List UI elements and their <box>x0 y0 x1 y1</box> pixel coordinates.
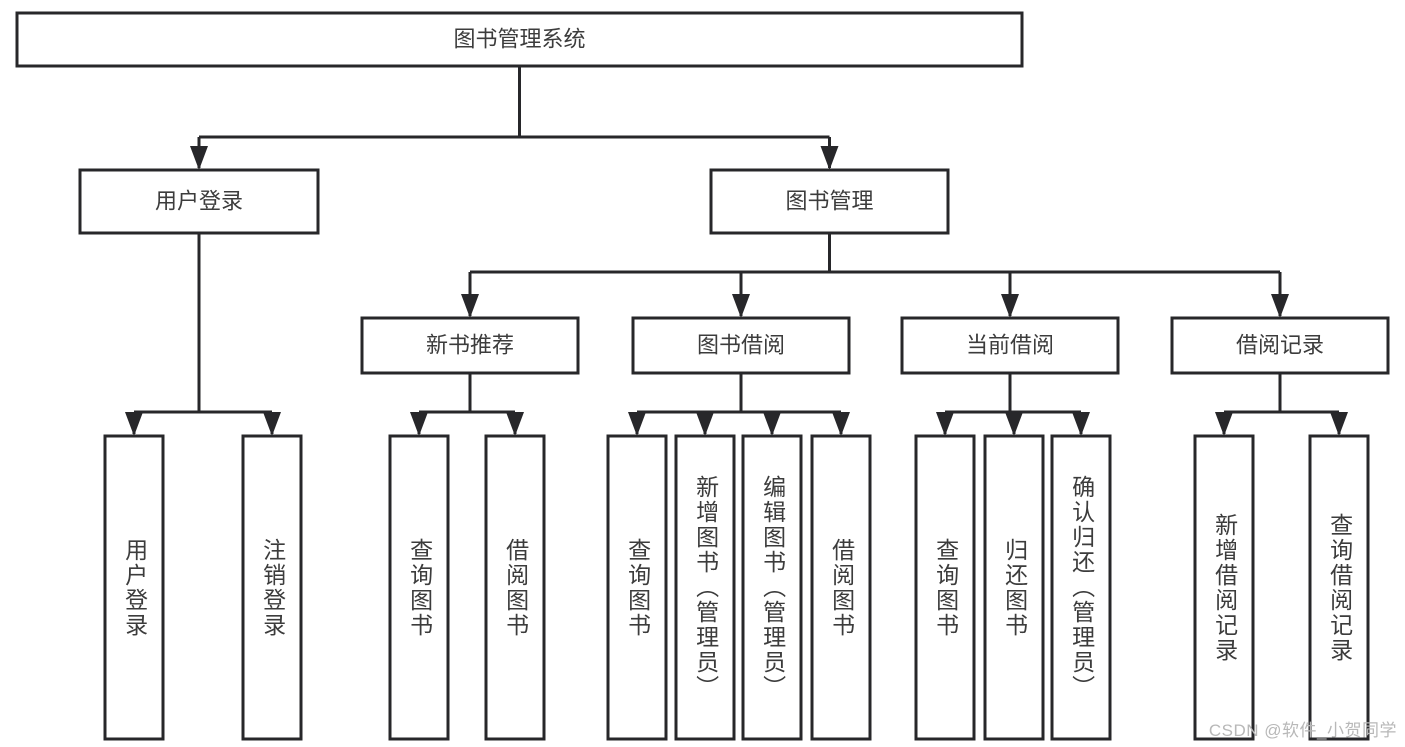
leaf-borrow-book-1-box[interactable] <box>484 434 546 741</box>
leaf-user-login-do-box[interactable] <box>103 434 165 741</box>
book-manage-arrow-0 <box>461 294 479 318</box>
root-arrow-1 <box>820 146 839 170</box>
book-borrow-arrow-0 <box>628 412 646 436</box>
leaf-return-book-box[interactable] <box>983 434 1045 741</box>
node-book-borrow-label: 图书借阅 <box>697 332 785 357</box>
node-user-login-box[interactable] <box>78 168 320 235</box>
borrow-record-arrow-0 <box>1215 412 1233 436</box>
node-borrow-record-box[interactable] <box>1170 316 1390 375</box>
book-manage-arrow-1 <box>732 294 750 318</box>
node-current-borrow-box[interactable] <box>900 316 1120 375</box>
leaf-add-borrow-record-box[interactable] <box>1193 434 1255 741</box>
new-book-recommend-arrow-1 <box>506 412 524 436</box>
book-manage-arrow-3 <box>1271 294 1289 318</box>
book-borrow-arrow-3 <box>832 412 850 436</box>
node-book-manage-label: 图书管理 <box>785 188 873 213</box>
book-borrow-arrow-2 <box>763 412 781 436</box>
leaf-query-borrow-record-box[interactable] <box>1308 434 1370 741</box>
root-node-label: 图书管理系统 <box>453 26 585 51</box>
node-current-borrow-label: 当前借阅 <box>966 332 1054 357</box>
node-user-login-label: 用户登录 <box>155 188 243 213</box>
leaf-query-book-3-box[interactable] <box>914 434 976 741</box>
node-box-group <box>15 11 1390 741</box>
leaf-add-book-admin-box[interactable] <box>674 434 736 741</box>
node-new-book-recommend-box[interactable] <box>360 316 580 375</box>
leaf-query-book-2-box[interactable] <box>606 434 668 741</box>
user-login-arrow-0 <box>125 412 143 436</box>
current-borrow-arrow-1 <box>1005 412 1023 436</box>
current-borrow-arrow-0 <box>936 412 954 436</box>
connector-group <box>125 66 1348 436</box>
root-node-box[interactable] <box>15 11 1024 68</box>
node-borrow-record-label: 借阅记录 <box>1236 332 1324 357</box>
book-manage-arrow-2 <box>1001 294 1019 318</box>
book-borrow-arrow-1 <box>696 412 714 436</box>
new-book-recommend-arrow-0 <box>410 412 428 436</box>
current-borrow-arrow-2 <box>1072 412 1090 436</box>
leaf-user-logout-box[interactable] <box>241 434 303 741</box>
watermark-text: CSDN @软件_小贺同学 <box>1208 721 1397 740</box>
node-new-book-recommend-label: 新书推荐 <box>426 332 514 357</box>
leaf-query-book-1-box[interactable] <box>388 434 450 741</box>
leaf-borrow-book-2-box[interactable] <box>810 434 872 741</box>
root-arrow-0 <box>190 146 208 170</box>
user-login-arrow-1 <box>263 412 281 436</box>
node-book-borrow-box[interactable] <box>631 316 851 375</box>
borrow-record-arrow-1 <box>1330 412 1348 436</box>
node-book-manage-box[interactable] <box>709 168 950 235</box>
leaf-confirm-return-admin-box[interactable] <box>1050 434 1112 741</box>
leaf-edit-book-admin-box[interactable] <box>741 434 803 741</box>
